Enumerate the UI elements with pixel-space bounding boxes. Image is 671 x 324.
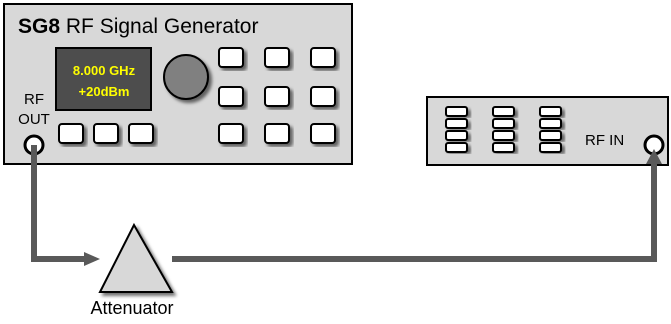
indicator-led [492,106,515,117]
attenuator-triangle-icon [98,222,174,293]
indicator-led [539,130,562,141]
indicator-led [492,142,515,153]
function-buttons [58,123,154,144]
keypad-button[interactable] [218,123,244,144]
keypad-button[interactable] [310,86,336,107]
indicator-led [492,118,515,129]
rf-out-label-line1: RF [24,91,44,108]
rf-in-label: RF IN [585,132,624,149]
indicator-led [539,118,562,129]
keypad-button[interactable] [264,123,290,144]
function-button[interactable] [58,123,84,144]
cable-arrowhead-icon [84,252,100,266]
indicator-stack-2 [492,106,515,153]
attenuator: Attenuator [90,222,174,318]
tuning-knob[interactable] [163,54,209,100]
indicator-led [445,106,468,117]
keypad-button[interactable] [264,47,290,68]
keypad [218,47,336,144]
frequency-display [55,47,152,111]
indicator-led [539,142,562,153]
keypad-button[interactable] [264,86,290,107]
keypad-button[interactable] [218,47,244,68]
cable-arrowhead-icon [646,149,662,164]
function-button[interactable] [93,123,119,144]
keypad-button[interactable] [310,47,336,68]
rf-cable [31,145,662,266]
indicator-led [445,130,468,141]
keypad-button[interactable] [310,123,336,144]
signal-generator: SG8 RF Signal Generator 8.000 GHz +20dBm… [3,3,353,165]
generator-title: SG8 RF Signal Generator [18,15,258,38]
rf-out-label-line2: OUT [18,111,50,128]
receiver-instrument: RF IN [426,96,669,166]
display-frequency: 8.000 GHz [73,63,136,78]
generator-title-text: RF Signal Generator [60,15,258,38]
attenuator-label: Attenuator [90,298,173,318]
indicator-led [445,142,468,153]
indicator-stack-3 [539,106,562,153]
indicator-led [492,130,515,141]
indicator-stack-1 [445,106,468,153]
display-power: +20dBm [79,84,130,99]
indicator-led [445,118,468,129]
generator-model: SG8 [18,15,60,38]
keypad-button[interactable] [218,86,244,107]
indicator-led [539,106,562,117]
cable-attenuator-to-receiver [172,160,657,262]
cable-generator-to-attenuator [31,145,88,262]
function-button[interactable] [128,123,154,144]
